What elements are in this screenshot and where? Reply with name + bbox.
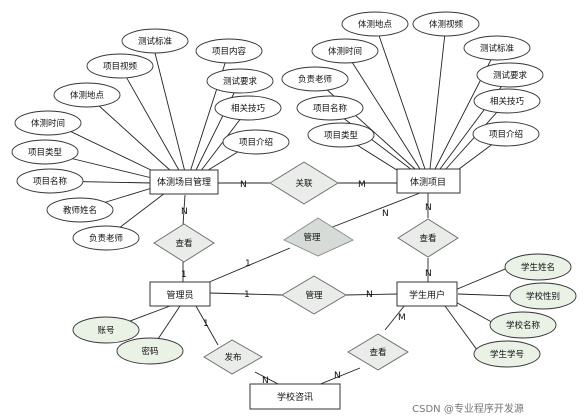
site-attr-related-skills: 相关技巧: [214, 95, 282, 121]
svg-text:学生学号: 学生学号: [490, 349, 524, 360]
relationship-manage-diag: 管理: [283, 217, 354, 257]
relationship-view-top-left-label: 查看: [175, 238, 192, 249]
svg-text:测试要求: 测试要求: [223, 76, 258, 87]
card-admin-view-top: 1: [181, 270, 187, 280]
card-student-view-bottom: M: [398, 313, 406, 323]
entity-school-info: 学校咨讯: [249, 383, 341, 410]
site-attr-item-intro: 项目介绍: [222, 129, 290, 155]
student-attribute-links: [444, 266, 514, 355]
entity-test-item-label: 体测项目: [410, 176, 446, 188]
svg-text:项目名称: 项目名称: [33, 176, 68, 187]
site-attr-teacher-name: 教师姓名: [46, 197, 114, 223]
relationship-publish-label: 发布: [224, 352, 241, 363]
entity-student-user: 学生用户: [396, 281, 458, 307]
relationship-links: [182, 182, 429, 386]
relationship-manage-mid: 管理: [281, 275, 347, 315]
svg-text:测试标准: 测试标准: [480, 43, 515, 54]
watermark-text: CSDN @专业程序开发源: [412, 402, 524, 415]
relationship-view-bottom-label: 查看: [369, 347, 386, 358]
item-attr-item-type: 项目类型: [307, 122, 375, 148]
student-attr-student-id: 学生学号: [473, 340, 541, 368]
svg-text:负责老师: 负责老师: [89, 233, 124, 244]
svg-text:密码: 密码: [141, 346, 158, 357]
item-attr-test-video: 体测视频: [412, 11, 480, 37]
svg-text:项目介绍: 项目介绍: [489, 129, 523, 140]
svg-text:教师姓名: 教师姓名: [63, 205, 97, 216]
card-info-publish: N: [262, 376, 269, 386]
svg-text:测试要求: 测试要求: [493, 70, 528, 81]
student-attr-name: 学生姓名: [504, 253, 572, 281]
svg-text:项目类型: 项目类型: [324, 130, 359, 141]
entity-admin: 管理员: [149, 281, 211, 307]
site-attr-test-time: 体测时间: [14, 110, 82, 136]
svg-text:体测时间: 体测时间: [328, 46, 362, 57]
student-attr-school-gender: 学校性别: [509, 282, 577, 310]
svg-text:体测地点: 体测地点: [70, 90, 105, 101]
card-item-link: M: [358, 180, 366, 190]
entity-admin-label: 管理员: [166, 289, 193, 301]
card-site-link: N: [240, 180, 247, 190]
svg-text:相关技巧: 相关技巧: [490, 96, 525, 107]
site-attr-teacher-in-charge: 负责老师: [72, 225, 140, 251]
svg-text:体测视频: 体测视频: [429, 19, 464, 30]
card-item-view: N: [425, 203, 432, 213]
item-attr-item-name: 项目名称: [296, 95, 364, 121]
card-manage-diag-item: N: [382, 209, 389, 219]
svg-text:体测时间: 体测时间: [31, 118, 65, 129]
svg-text:账号: 账号: [97, 326, 114, 336]
cardinality-labels: N M N 1 1 N N N 1 N 1 N N M: [181, 180, 432, 386]
item-attr-test-place: 体测地点: [341, 11, 409, 37]
relationship-view-right-label: 查看: [419, 233, 436, 244]
site-attr-test-place: 体测地点: [53, 82, 121, 108]
svg-text:项目视频: 项目视频: [103, 61, 138, 72]
svg-text:学校性别: 学校性别: [526, 291, 560, 302]
site-attr-test-standard: 测试标准: [121, 28, 189, 54]
card-info-view: N: [334, 371, 341, 381]
item-attr-test-time: 体测时间: [311, 38, 379, 64]
item-attr-related-skills: 相关技巧: [473, 88, 541, 114]
card-manage-diag-admin: 1: [245, 259, 251, 269]
relationship-link-label: 关联: [295, 178, 313, 189]
svg-text:项目类型: 项目类型: [28, 147, 63, 158]
card-admin-manage: 1: [244, 290, 250, 300]
svg-text:相关技巧: 相关技巧: [231, 103, 266, 114]
relationship-view-right: 查看: [397, 218, 459, 258]
svg-text:学生姓名: 学生姓名: [521, 262, 555, 273]
site-attr-test-requirement: 测试要求: [206, 68, 274, 94]
entity-site-mgmt-label: 体测场目管理: [157, 176, 211, 188]
relationship-view-top-left: 查看: [153, 223, 215, 263]
site-attr-item-video: 项目视频: [86, 53, 154, 79]
relationship-publish: 发布: [203, 339, 263, 375]
relationship-manage-diag-label: 管理: [303, 232, 321, 243]
card-site-view: N: [181, 207, 188, 217]
site-attr-item-content: 项目内容: [195, 38, 263, 64]
svg-text:测试标准: 测试标准: [138, 36, 173, 47]
svg-text:体测地点: 体测地点: [358, 19, 393, 30]
card-student-manage: N: [366, 290, 373, 300]
card-admin-publish: 1: [203, 319, 209, 329]
entity-student-user-label: 学生用户: [409, 289, 445, 301]
relationship-manage-mid-label: 管理: [305, 290, 323, 301]
svg-text:项目介绍: 项目介绍: [239, 137, 273, 148]
item-attr-test-standard: 测试标准: [463, 35, 531, 61]
entity-site-mgmt: 体测场目管理: [149, 169, 219, 195]
item-attr-test-requirement: 测试要求: [476, 62, 544, 88]
relationship-view-bottom: 查看: [347, 333, 409, 371]
site-attr-item-name: 项目名称: [16, 168, 84, 194]
svg-text:负责老师: 负责老师: [298, 74, 333, 85]
entity-school-info-label: 学校咨讯: [277, 391, 313, 403]
item-attr-item-intro: 项目介绍: [472, 121, 540, 147]
card-student-view-top: N: [425, 269, 432, 279]
svg-text:项目内容: 项目内容: [212, 46, 247, 57]
svg-text:项目名称: 项目名称: [313, 103, 348, 114]
svg-text:学校名称: 学校名称: [506, 320, 541, 331]
item-attr-teacher-in-charge: 负责老师: [281, 66, 349, 92]
entity-test-item: 体测项目: [396, 168, 461, 194]
admin-attr-password: 密码: [116, 337, 184, 365]
student-attr-school-name: 学校名称: [489, 311, 557, 339]
admin-attr-account: 账号: [72, 316, 140, 344]
relationship-link: 关联: [269, 161, 339, 205]
site-attr-item-type: 项目类型: [11, 139, 79, 165]
